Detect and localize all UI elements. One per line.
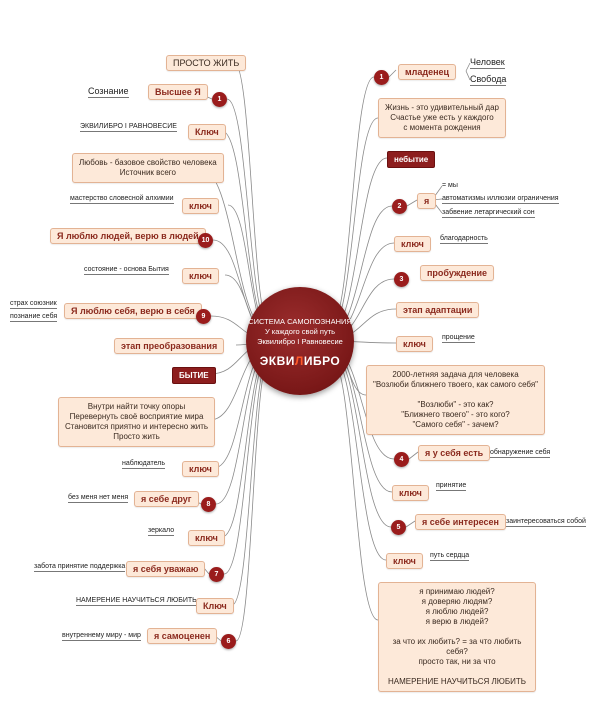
ekvilibro-logo: ЭКВИЛИБРО	[259, 354, 341, 369]
chelovek-label: Человек	[470, 57, 505, 69]
sub-link-7	[465, 62, 471, 72]
prinyatie-label: принятие	[436, 482, 467, 491]
klyuch-node-1: Ключ	[188, 124, 226, 140]
strakh-label: страх союзник	[10, 300, 57, 309]
central-title: СИСТЕМА САМОПОЗНАНИЯ У каждого свой путь…	[248, 317, 352, 347]
number-7: 7	[209, 567, 224, 582]
central-node: СИСТЕМА САМОПОЗНАНИЯ У каждого свой путь…	[246, 287, 354, 395]
vnutri-node: Внутри найти точку опоры Перевернуть сво…	[58, 397, 216, 447]
lyubov-node: Любовь - базовое свойство человека Источ…	[72, 153, 224, 183]
number-10: 10	[198, 233, 213, 248]
put-serdtsa-label: путь сердца	[430, 552, 470, 561]
zhizn-node: Жизнь - это удивительный дар Счастье уже…	[378, 98, 506, 138]
nebytie-node: небытие	[387, 151, 436, 168]
link-left-1	[226, 98, 271, 330]
link-right-0	[329, 76, 375, 329]
bez-menya-label: без меня нет меня	[68, 494, 129, 503]
sub-link-6	[388, 69, 397, 78]
ekvilibro-ravnovesie-label: ЭКВИЛИБРО I РАВНОВЕСИЕ	[80, 123, 177, 132]
klyuch-node-3: ключ	[182, 268, 219, 284]
klyuch-node-2: ключ	[182, 198, 219, 214]
nablyudatel-label: наблюдатель	[122, 460, 165, 469]
sub-link-14	[405, 520, 416, 528]
klyuch-node-5: ключ	[188, 530, 225, 546]
klyuch-node-c: ключ	[392, 485, 429, 501]
mladenets-node: младенец	[398, 64, 457, 80]
number-2: 2	[392, 199, 407, 214]
vnutrennemu-label: внутреннему миру - мир	[62, 632, 141, 641]
ya-sebe-drug-node: я себе друг	[134, 491, 199, 507]
number-6: 6	[221, 634, 236, 649]
klyuch-node-b: ключ	[396, 336, 433, 352]
number-3: 3	[394, 272, 409, 287]
ya-sebya-uvazhayu-node: я себя уважаю	[126, 561, 206, 577]
ya-lyublyu-sebya-node: Я люблю себя, верю в себя	[64, 303, 202, 319]
zerkalo-label: зеркало	[148, 527, 175, 536]
avtomatizmy-label: автоматизмы иллюзии ограничения	[442, 195, 559, 204]
ya-samotsenen-node: я самоценен	[147, 628, 218, 644]
etap-preobrazovaniya-node: этап преобразования	[114, 338, 225, 354]
sub-link-8	[465, 70, 471, 81]
prosto-zhit-node: ПРОСТО ЖИТЬ	[166, 55, 247, 71]
number-1-right: 1	[374, 70, 389, 85]
zabota-label: забота принятие поддержка	[34, 563, 126, 572]
zabvenie-label: забвение летаргический сон	[442, 209, 535, 218]
namerenie-label: НАМЕРЕНИЕ НАУЧИТЬСЯ ЛЮБИТЬ	[76, 597, 197, 606]
my-label: = мы	[442, 182, 458, 189]
zadacha-node: 2000-летняя задача для человека "Возлюби…	[366, 365, 546, 435]
number-5: 5	[391, 520, 406, 535]
etap-adaptatsii-node: этап адаптации	[396, 302, 480, 318]
link-left-16	[235, 355, 271, 642]
sostoyanie-label: состояние - основа Бытия	[84, 266, 169, 275]
number-9: 9	[196, 309, 211, 324]
obnaruzhenie-label: обнаружение себя	[490, 449, 551, 458]
link-left-15	[231, 353, 271, 606]
soznanie-label: Сознание	[88, 86, 129, 98]
prinimayu-node: я принимаю людей? я доверяю людям? я люб…	[378, 582, 536, 692]
klyuch-node-a: ключ	[394, 236, 431, 252]
blagodarnost-label: благодарность	[440, 235, 488, 244]
masterstvo-label: мастерство словесной алхимии	[70, 195, 174, 204]
poznanie-label: познание себя	[10, 313, 58, 322]
sub-link-9	[406, 199, 418, 207]
number-4: 4	[394, 452, 409, 467]
ya-node: я	[417, 193, 437, 209]
ya-sebe-interesen-node: я себе интересен	[415, 514, 506, 530]
klyuch-node-6: Ключ	[196, 598, 234, 614]
klyuch-node-4: ключ	[182, 461, 219, 477]
zainteresovatsya-label: заинтересоваться собой	[506, 518, 586, 527]
sub-link-13	[408, 451, 419, 460]
klyuch-node-d: ключ	[386, 553, 423, 569]
proshchenie-label: прощение	[442, 334, 475, 343]
bytie-node: БЫТИЕ	[172, 367, 216, 384]
svoboda-label: Свобода	[470, 74, 507, 86]
number-8: 8	[201, 497, 216, 512]
probuzhdenie-node: пробуждение	[420, 265, 495, 281]
vysshee-ya-node: Высшее Я	[148, 84, 208, 100]
ya-lyublyu-lyudey-node: Я люблю людей, верю в людей	[50, 228, 206, 244]
u-sebya-est-node: я у себя есть	[418, 445, 491, 461]
number-1-left: 1	[212, 92, 227, 107]
